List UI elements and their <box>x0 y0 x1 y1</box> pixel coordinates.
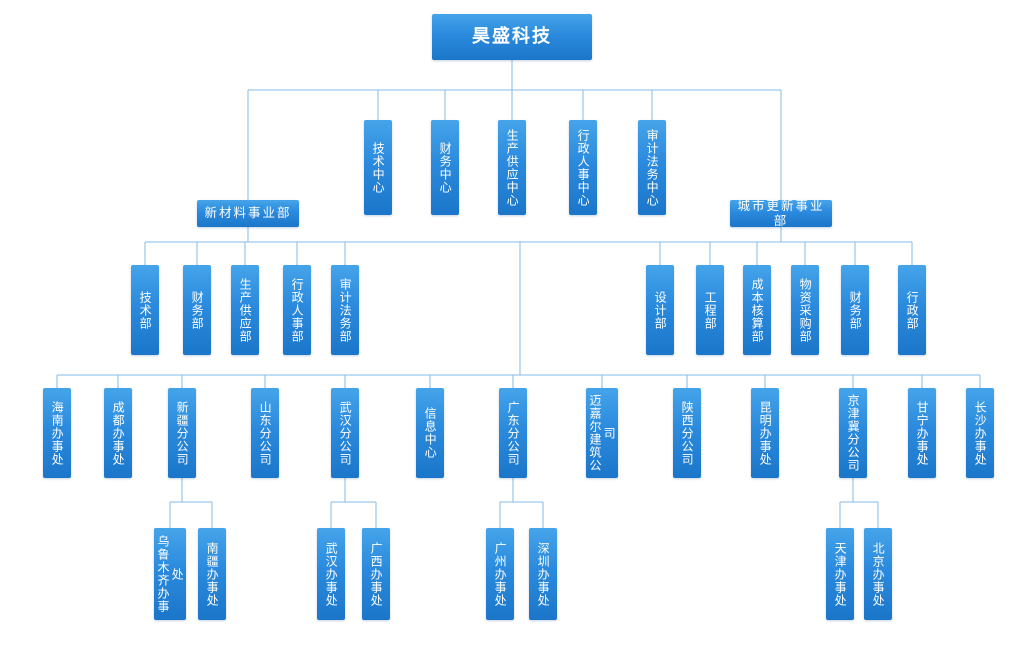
org-node-chengdu-office[interactable]: 成都办事处 <box>104 388 132 478</box>
org-node-shandong-branch[interactable]: 山东分公司 <box>251 388 279 478</box>
org-node-wuhan-branch[interactable]: 武汉分公司 <box>331 388 359 478</box>
org-node-guangdong-branch[interactable]: 广东分公司 <box>499 388 527 478</box>
org-node-new-material-bu[interactable]: 新材料事业部 <box>197 200 299 227</box>
org-node-admin-dept[interactable]: 行政部 <box>898 265 926 355</box>
org-node-engineering-dept[interactable]: 工程部 <box>696 265 724 355</box>
org-node-supply-center[interactable]: 生产供应中心 <box>498 120 526 215</box>
org-node-hr-dept[interactable]: 行政人事部 <box>283 265 311 355</box>
org-node-finance-dept-b[interactable]: 财务部 <box>841 265 869 355</box>
org-node-changsha-office[interactable]: 长沙办事处 <box>966 388 994 478</box>
org-node-hainan-office[interactable]: 海南办事处 <box>43 388 71 478</box>
org-node-beijing-office[interactable]: 北京办事处 <box>864 528 892 620</box>
org-node-design-dept[interactable]: 设计部 <box>646 265 674 355</box>
org-node-hr-center[interactable]: 行政人事中心 <box>569 120 597 215</box>
org-node-tech-dept[interactable]: 技术部 <box>131 265 159 355</box>
org-node-xinjiang-branch[interactable]: 新疆分公司 <box>168 388 196 478</box>
org-node-supply-dept[interactable]: 生产供应部 <box>231 265 259 355</box>
org-node-info-center[interactable]: 信息中心 <box>416 388 444 478</box>
org-node-audit-dept[interactable]: 审计法务部 <box>331 265 359 355</box>
org-node-finance-dept-a[interactable]: 财务部 <box>183 265 211 355</box>
org-node-urban-renewal-bu[interactable]: 城市更新事业部 <box>730 198 832 227</box>
org-node-kunming-office[interactable]: 昆明办事处 <box>751 388 779 478</box>
org-node-procurement-dept[interactable]: 物资采购部 <box>791 265 819 355</box>
org-node-nanjiang-office[interactable]: 南疆办事处 <box>198 528 226 620</box>
org-node-costing-dept[interactable]: 成本核算部 <box>743 265 771 355</box>
org-node-urumqi-office[interactable]: 乌鲁木齐办事处 <box>154 528 186 620</box>
org-node-tech-center[interactable]: 技术中心 <box>364 120 392 215</box>
org-node-ganning-office[interactable]: 甘宁办事处 <box>908 388 936 478</box>
org-node-shaanxi-branch[interactable]: 陕西分公司 <box>673 388 701 478</box>
org-node-wuhan-office[interactable]: 武汉办事处 <box>317 528 345 620</box>
org-node-tianjin-office[interactable]: 天津办事处 <box>826 528 854 620</box>
org-node-audit-center[interactable]: 审计法务中心 <box>638 120 666 215</box>
org-node-guangxi-office[interactable]: 广西办事处 <box>362 528 390 620</box>
org-node-maijiaer-company[interactable]: 迈嘉尔建筑公司 <box>586 388 618 478</box>
org-node-finance-center[interactable]: 财务中心 <box>431 120 459 215</box>
org-node-shenzhen-office[interactable]: 深圳办事处 <box>529 528 557 620</box>
org-node-root[interactable]: 昊盛科技 <box>432 14 592 60</box>
org-node-guangzhou-office[interactable]: 广州办事处 <box>486 528 514 620</box>
org-node-jingjinji-branch[interactable]: 京津冀分公司 <box>839 388 867 478</box>
